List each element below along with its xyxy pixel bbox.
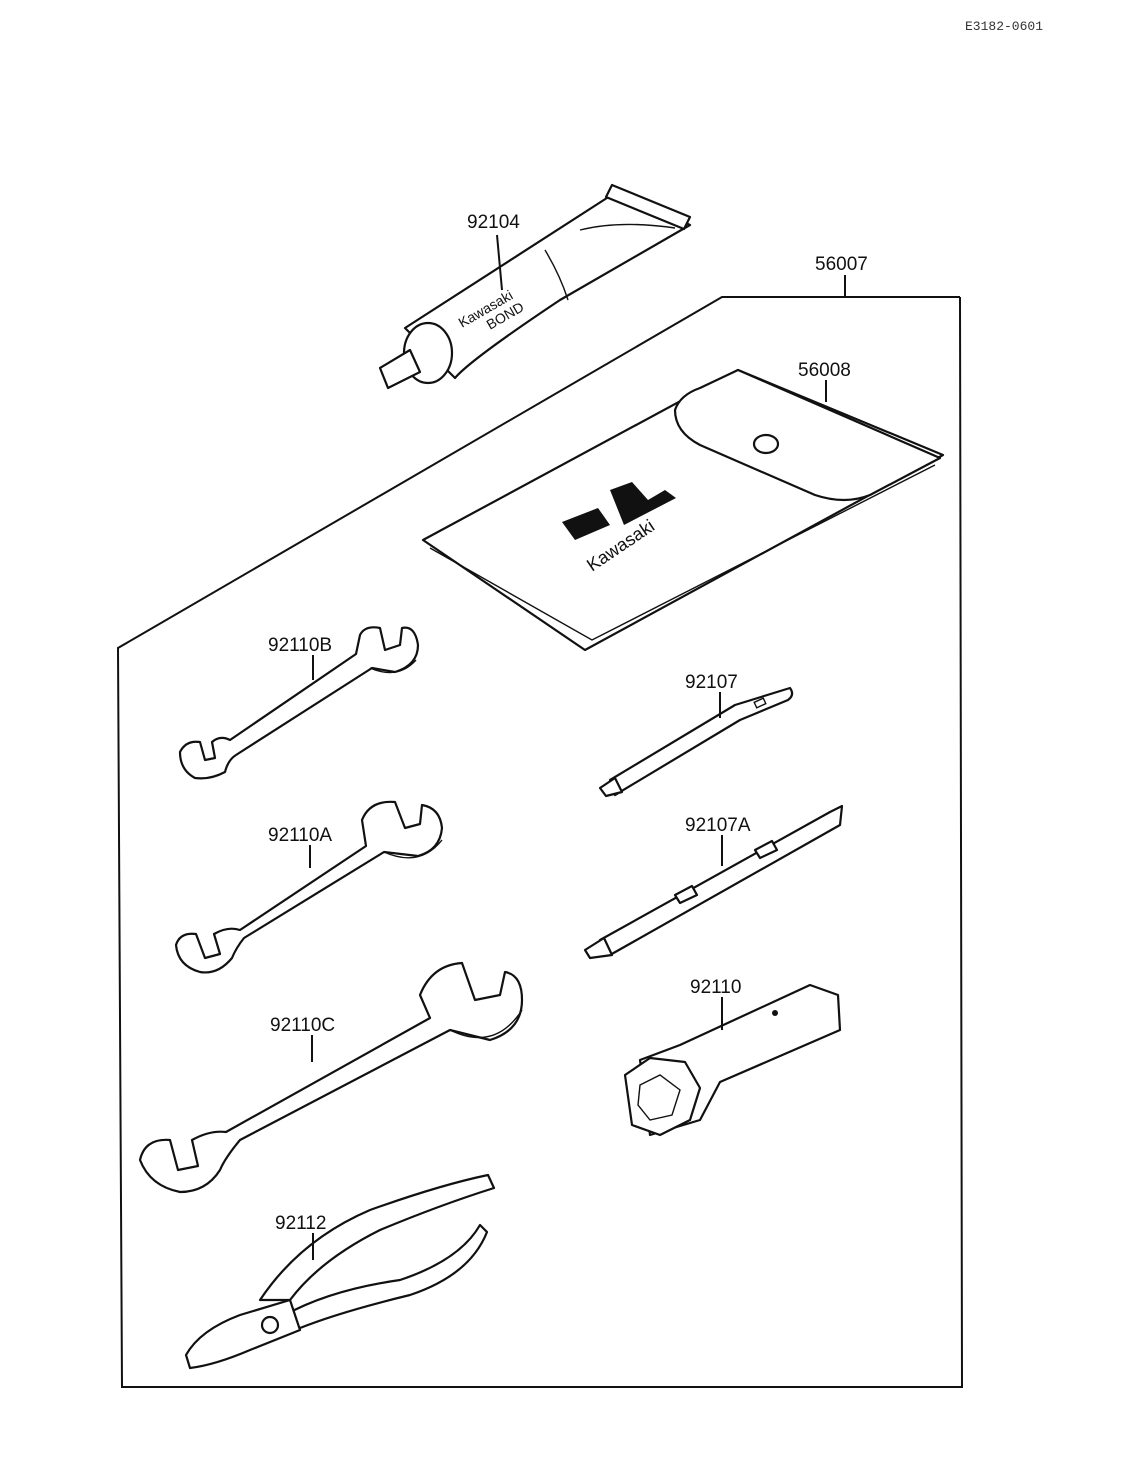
screwdriver-92107a (583, 804, 844, 960)
pliers-92112 (184, 1173, 496, 1370)
part-number-56007: 56007 (815, 254, 868, 275)
part-number-92110b: 92110B (268, 635, 332, 656)
part-number-92112: 92112 (275, 1213, 326, 1234)
tool-bag: Kawasaki (421, 368, 945, 652)
part-number-92110c: 92110C (270, 1015, 335, 1036)
part-number-92107a: 92107A (685, 815, 751, 836)
part-number-92107: 92107 (685, 672, 738, 693)
part-number-92110: 92110 (690, 977, 741, 998)
wrench-92110a (174, 800, 444, 974)
wrench-92110c (138, 961, 524, 1194)
part-number-92110a: 92110A (268, 825, 332, 846)
wrench-92110b (178, 626, 420, 780)
diagram-code: E3182-0601 (965, 19, 1043, 34)
plug-wrench-92110 (623, 983, 842, 1137)
screwdriver-92107 (598, 686, 794, 798)
leader-92104 (496, 234, 503, 291)
part-number-92104: 92104 (467, 212, 520, 233)
tool-kit-outline (116, 296, 964, 1388)
bond-tube: Kawasaki BOND (378, 183, 692, 390)
part-number-56008: 56008 (798, 360, 851, 381)
